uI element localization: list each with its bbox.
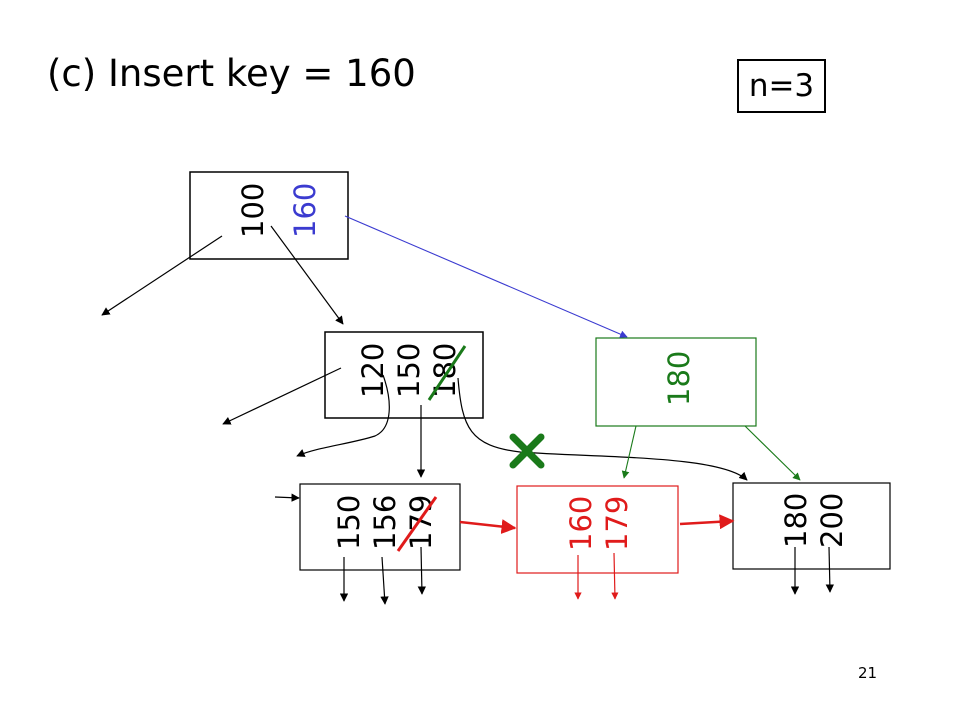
sibling-new-to-right-arrow (679, 514, 735, 530)
new-internal-pointer-1-arrow (621, 425, 637, 479)
order-label-box: n=3 (737, 59, 826, 113)
strike-internal-180 (427, 345, 467, 401)
root-node (189, 171, 349, 260)
internal-pointer-4-arrow (457, 377, 748, 481)
new-internal-key-1: 180 (662, 351, 696, 406)
leaf-right-key-2: 200 (815, 493, 849, 548)
new-internal-pointer-2-arrow (744, 425, 801, 481)
internal-node (324, 331, 484, 419)
root-pointer-left-arrow (101, 235, 223, 316)
internal-key-2: 150 (392, 343, 426, 398)
root-pointer-mid-arrow (270, 225, 344, 325)
root-key-2: 160 (288, 183, 322, 238)
root-key-1: 100 (236, 183, 270, 238)
leaf-new-key-1: 160 (564, 496, 598, 551)
leaf-right-key-1: 180 (779, 493, 813, 548)
page-number: 21 (858, 664, 878, 682)
sibling-left-to-new-arrow (459, 519, 517, 534)
slide-title: (c) Insert key = 160 (47, 52, 416, 95)
leaf-new-node (516, 485, 679, 574)
incoming-sibling-arrow (274, 493, 300, 502)
order-label: n=3 (748, 68, 815, 104)
leaf-right-record-2-arrow (825, 546, 835, 593)
internal-pointer-1-arrow (222, 367, 342, 425)
strike-leaf-179 (396, 496, 438, 552)
internal-pointer-2-arrow (296, 374, 390, 457)
leaf-new-key-2: 179 (600, 496, 634, 551)
root-pointer-new-arrow (344, 215, 628, 338)
leaf-left-record-3-arrow (417, 546, 427, 595)
internal-key-1: 120 (356, 343, 390, 398)
new-internal-node (595, 337, 757, 427)
leaf-left-key-1: 150 (332, 495, 366, 550)
leaf-new-record-2-arrow (611, 552, 619, 600)
internal-key-3: 180 (428, 343, 462, 398)
leaf-left-key-2: 156 (368, 495, 402, 550)
leaf-left-record-2-arrow (380, 556, 389, 605)
x-cross-icon (509, 433, 545, 469)
